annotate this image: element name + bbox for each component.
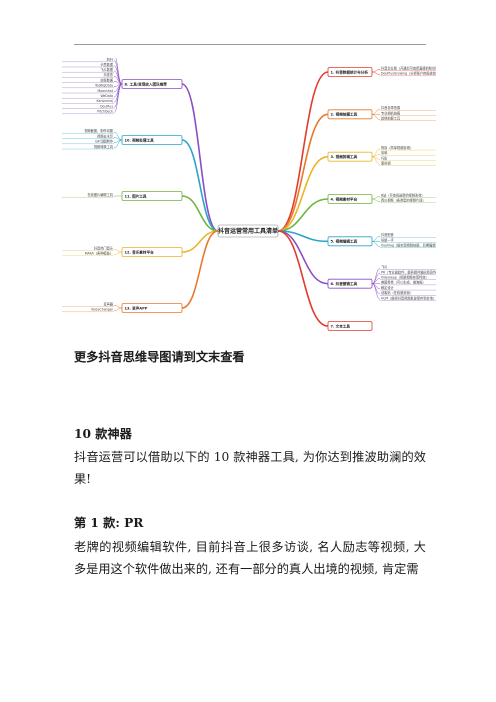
mindmap-image: 抖音运营常用工具清单 1. 抖音数据统计与分析 抖音企业版（开通后可查看直接的粉丝信… <box>60 58 436 342</box>
mindmap-leaf-label: 视频截图、制作动图 <box>84 128 113 133</box>
mindmap-leaf-connector <box>113 305 123 309</box>
mindmap-branch-label: 1. 抖音数据统计与分析 <box>331 69 369 74</box>
mindmap-branch-label: 8. 工具/变现收入团队推荐 <box>125 81 168 86</box>
mindmap-leaf-label: 抖音企业版（开通后可查看直接的粉丝信息数据） <box>381 65 436 70</box>
mindmap-branch-label: 12. 音乐素材平台 <box>125 249 155 254</box>
mindmap-leaf-label: Videoleap（剪辑视频实现特效） <box>381 274 429 279</box>
mindmap-leaf-label: B站（可查阅最新的视频素材） <box>381 192 425 197</box>
mindmap-leaf-label: 变声器 <box>103 301 113 306</box>
section-title: 10 款神器 <box>74 427 132 441</box>
mindmap-leaf-label: 爱剪辑 <box>381 160 391 165</box>
mindmap-leaf-label: 稿定设计 <box>381 285 395 290</box>
mindmap-leaf-connector <box>371 196 381 200</box>
header-rule <box>74 44 426 45</box>
item-1-title: 第 1 款: PR <box>74 516 144 530</box>
mindmap-leaf-connector <box>371 198 381 202</box>
mindmap-leaf-connector <box>371 235 381 242</box>
mindmap-branch-label: 6. 抖音营销工具 <box>331 281 358 286</box>
mindmap-leaf-connector <box>371 283 381 300</box>
mindmap-leaf-label: 专业相机拍摄 <box>381 110 401 115</box>
mindmap-leaf-label: WeData <box>100 94 113 98</box>
mindmap-leaf-label: 视频转换工具 <box>94 144 114 149</box>
mindmap-leaf-label: 在线图片编辑工具 <box>88 192 114 197</box>
more-mindmaps-link[interactable]: 更多抖音思维导图请到文末查看 <box>74 350 245 364</box>
mindmap-leaf-connector <box>113 307 123 311</box>
mindmap-leaf-label: 视频去水印 <box>97 133 113 138</box>
mindmap-leaf-label: 西瓜视频（各类型的视频片段） <box>381 198 426 203</box>
mindmap-leaf-connector <box>371 241 381 247</box>
mindmap-branch-label: 11. 图片工具 <box>125 193 147 198</box>
item-1-body: 老牌的视频编辑软件, 目前抖音上很多访谈, 名人励志等视频, 大多是用这个软件做… <box>74 540 426 576</box>
mindmap-leaf-connector <box>113 139 123 149</box>
mindmap-center-label: 抖音运营常用工具清单 <box>218 227 278 235</box>
mindmap-leaf-connector <box>113 83 123 113</box>
mindmap-branch-label: 5. 视频编辑工具 <box>331 239 358 244</box>
mindmap-leaf-label: 巧影 <box>381 155 388 160</box>
mindmap-leaf-label: DouPlus <box>100 104 113 108</box>
mindmap-branch-label: 13. 变声APP <box>125 305 148 310</box>
mindmap-leaf-label: 抖音配音 <box>381 232 395 237</box>
mindmap-leaf-label: 剪辑一手 <box>381 237 395 242</box>
mindmap-leaf-label: PitchDeck <box>97 110 113 114</box>
mindmap-branch-label: 4. 视频素材平台 <box>331 196 358 201</box>
mindmap-connector <box>181 83 219 232</box>
mindmap-leaf-label: VCM（能将抖音视频批量保存到本地） <box>381 295 436 300</box>
mindmap-connector <box>277 230 329 327</box>
mindmap-leaf-label: Kansnmiaj <box>96 99 113 103</box>
mindmap-connector <box>277 155 329 232</box>
mindmap-leaf-label: 卡思数据 <box>100 62 114 67</box>
mindmap-leaf-label: 剪映 <box>381 150 388 155</box>
mindmap-leaf-label: 灰豚数据 <box>100 77 114 82</box>
mindmap-connector <box>181 195 219 232</box>
mindmap-leaf-label: Moonshot <box>97 89 113 93</box>
mindmap-branch-label: 3. 视频剪辑工具 <box>331 154 358 159</box>
mindmap-branch-node <box>327 321 373 331</box>
mindmap-leaf-label: 抖查查 <box>103 72 113 77</box>
mindmap-branch-label: 10. 视频处理工具 <box>125 137 155 142</box>
mindmap-leaf-label: MAKA（各种模板） <box>85 251 113 256</box>
mindmap-leaf-label: 飞瓜数据 <box>100 67 114 72</box>
mindmap-leaf-connector <box>371 114 381 120</box>
mindmap-leaf-label: 创客贴（在线做封面） <box>381 290 413 295</box>
mindmap-leaf-label: 抖音自带拍摄 <box>381 105 401 110</box>
mindmap-leaf-label: GIF动图制作 <box>95 139 114 144</box>
mindmap-leaf-label: 新抖 <box>107 58 114 62</box>
mindmap-leaf-label: DouPlusGrowing（分析账户的投放效果） <box>381 71 436 76</box>
mindmap-leaf-connector <box>113 251 123 255</box>
mindmap-leaf-label: VueVlog（能实现视频拍摄、后期编辑） <box>381 243 436 248</box>
mindmap-connector <box>277 71 329 232</box>
mindmap-leaf-label: 美图秀秀（可以生成、做海报） <box>381 280 426 285</box>
mindmap-leaf-label: 快剪（简单视频剪辑） <box>381 145 413 150</box>
mindmap-branch-label: 2. 视频拍摄工具 <box>331 112 358 117</box>
mindmap-connector <box>277 113 329 232</box>
mindmap-connector <box>277 230 329 285</box>
mindmap-leaf-label: 抖音热门音乐 <box>94 245 114 250</box>
mindmap-leaf-connector <box>113 249 123 253</box>
mindmap-leaf-connector <box>371 156 381 165</box>
mindmap-leaf-connector <box>371 108 381 115</box>
mindmap-leaf-label: 飞瓜 <box>381 265 388 269</box>
mindmap-leaf-label: TooBigData <box>94 84 113 88</box>
mindmap-leaf-label: 其他拍摄工具 <box>381 116 401 121</box>
mindmap-leaf-label: VoiceChanger <box>91 308 114 312</box>
intro-paragraph: 抖音运营可以借助以下的 10 款神器工具, 为你达到推波助澜的效果! <box>74 450 426 486</box>
mindmap-leaf-connector <box>371 69 381 73</box>
mindmap-leaf-connector <box>371 71 381 75</box>
mindmap-leaf-label: PR（专业级软件，能剪辑并输出精良作品） <box>381 269 436 274</box>
mindmap-connector <box>181 230 219 309</box>
mindmap-branch-label: 7. 文本工具 <box>331 323 351 328</box>
mindmap-connector <box>277 198 329 232</box>
mindmap-diagram: 抖音运营常用工具清单 1. 抖音数据统计与分析 抖音企业版（开通后可查看直接的粉丝信… <box>62 58 436 331</box>
mindmap-connector <box>181 139 219 232</box>
